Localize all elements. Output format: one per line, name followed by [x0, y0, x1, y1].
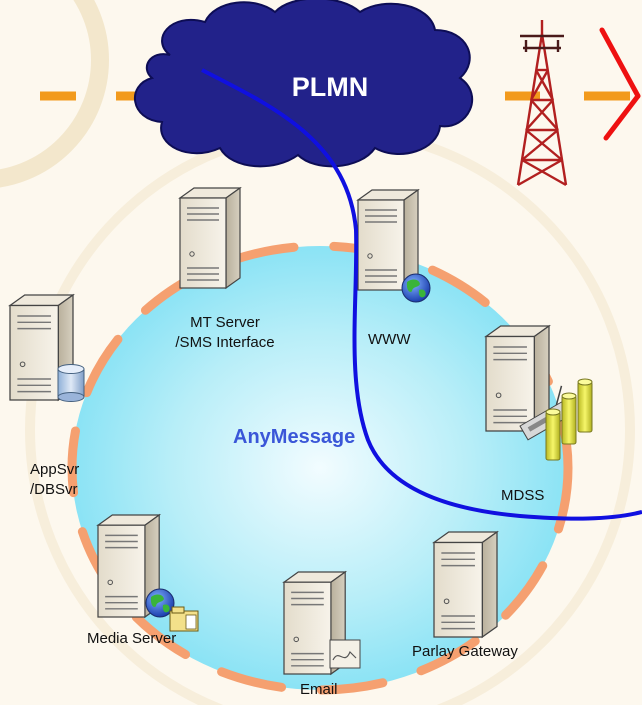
mdss-label: MDSS [501, 487, 545, 504]
media-server-label: Media Server [87, 630, 177, 647]
email-label: Email [300, 681, 338, 698]
anymessage-label: AnyMessage [233, 426, 356, 448]
database-icon [57, 364, 85, 402]
www-server-icon[interactable] [357, 189, 431, 303]
anymessage-ring [67, 241, 573, 695]
media-server-icon[interactable] [97, 514, 199, 632]
plmn-cloud-label: PLMN [291, 72, 369, 102]
appsvr-server-icon[interactable] [9, 294, 85, 402]
radio-tower-icon [516, 20, 568, 187]
cylinder-stack-icon [545, 378, 593, 461]
email-server-icon[interactable] [283, 571, 361, 675]
background-swirl [0, 0, 109, 188]
plmn-cloud-icon [134, 0, 473, 168]
mt-server-label: MT Server /SMS Interface [175, 314, 275, 351]
envelope-icon [329, 639, 361, 669]
globe-icon [401, 273, 431, 303]
parlay-server-icon[interactable] [433, 531, 498, 638]
mdss-server-icon[interactable] [485, 325, 593, 461]
www-label: WWW [368, 331, 411, 348]
disconnect-cross-icon [599, 27, 641, 141]
mt-server-icon[interactable] [179, 187, 241, 289]
parlay-gateway-label: Parlay Gateway [412, 643, 518, 660]
folder-icon [169, 606, 199, 632]
plmn-connection-line [201, 68, 642, 521]
appsvr-label: AppSvr /DBSvr [30, 461, 80, 498]
